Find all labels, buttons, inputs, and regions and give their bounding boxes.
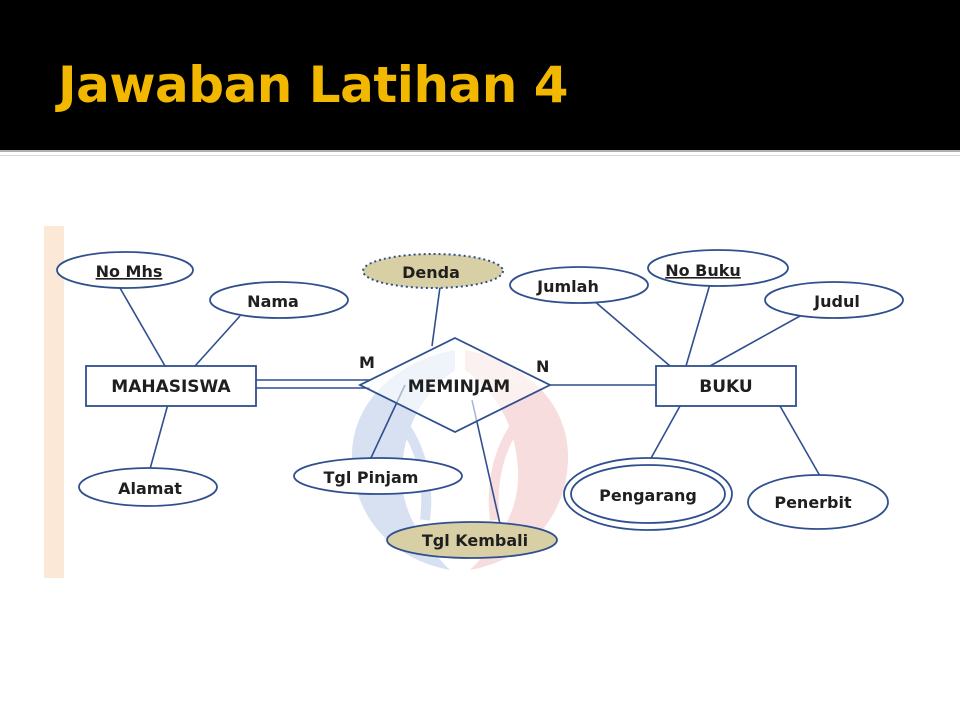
connector-no-mhs: [119, 287, 166, 367]
connector-no-buku: [685, 283, 711, 367]
attribute-nama-label: Nama: [247, 292, 299, 311]
entity-mahasiswa-label: MAHASISWA: [111, 377, 231, 397]
attribute-jumlah-label: Jumlah: [536, 277, 599, 296]
attribute-judul-label: Judul: [813, 292, 860, 311]
entity-buku[interactable]: BUKU: [655, 365, 797, 407]
attribute-no-buku-label: No Buku: [665, 261, 741, 280]
connector-penerbit: [779, 405, 821, 477]
attribute-penerbit-label: Penerbit: [774, 493, 852, 512]
attribute-no-mhs[interactable]: No Mhs: [56, 251, 194, 289]
attribute-tgl-pinjam[interactable]: Tgl Pinjam: [293, 457, 463, 495]
left-hatch-strip: [44, 226, 64, 578]
cardinality-n: N: [536, 357, 549, 376]
title-divider-thin: [0, 155, 960, 156]
relationship-meminjam[interactable]: MEMINJAM: [357, 336, 553, 434]
attribute-tgl-pinjam-label: Tgl Pinjam: [324, 468, 419, 487]
attribute-no-mhs-label: No Mhs: [96, 262, 163, 281]
attribute-nama[interactable]: Nama: [209, 281, 349, 319]
connector-judul: [709, 315, 801, 367]
cardinality-m: M: [359, 353, 375, 372]
entity-mahasiswa[interactable]: MAHASISWA: [85, 365, 257, 407]
title-band: Jawaban Latihan 4: [0, 0, 960, 150]
attribute-denda-label: Denda: [402, 263, 460, 282]
attribute-penerbit[interactable]: Penerbit: [747, 474, 889, 530]
connector-nama: [194, 315, 241, 367]
attribute-jumlah[interactable]: Jumlah: [509, 266, 649, 304]
attribute-tgl-kembali-label: Tgl Kembali: [422, 531, 528, 550]
attribute-tgl-kembali[interactable]: Tgl Kembali: [386, 521, 558, 559]
connector-denda-a: [431, 286, 441, 347]
attribute-pengarang[interactable]: Pengarang: [563, 457, 733, 531]
entity-buku-label: BUKU: [699, 377, 752, 397]
connector-jumlah: [592, 299, 671, 367]
attribute-pengarang-label: Pengarang: [599, 486, 697, 505]
attribute-alamat-label: Alamat: [118, 479, 182, 498]
connector-pengarang: [649, 405, 681, 461]
title-divider: [0, 150, 960, 152]
attribute-denda[interactable]: Denda: [362, 253, 504, 289]
relationship-meminjam-label: MEMINJAM: [408, 377, 510, 397]
attribute-no-buku[interactable]: No Buku: [647, 249, 789, 287]
attribute-alamat[interactable]: Alamat: [78, 467, 218, 507]
attribute-judul[interactable]: Judul: [764, 281, 904, 319]
connector-alamat: [149, 403, 169, 470]
slide-title: Jawaban Latihan 4: [58, 56, 569, 114]
